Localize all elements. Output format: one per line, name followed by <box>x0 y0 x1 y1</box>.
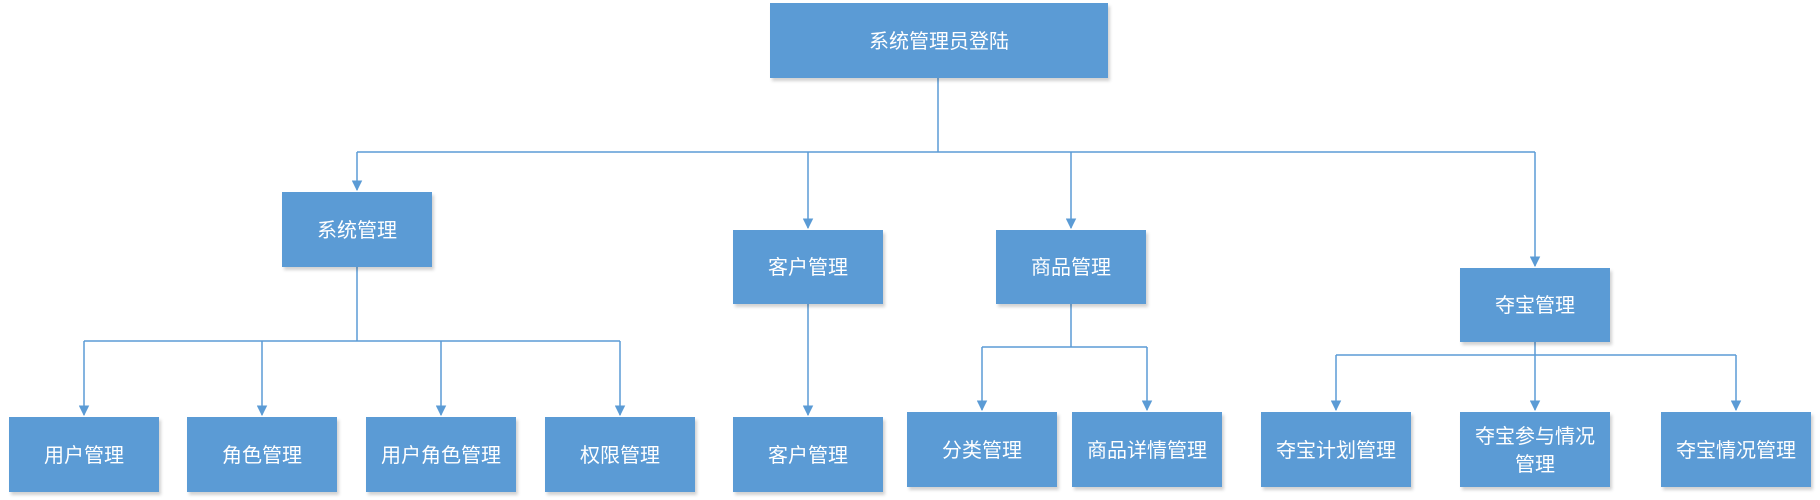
node-treasure-status-management: 夺宝情况管理 <box>1661 412 1811 487</box>
node-admin-login: 系统管理员登陆 <box>770 3 1108 78</box>
node-role-management: 角色管理 <box>187 417 337 492</box>
node-product-management-label: 商品管理 <box>1031 255 1111 279</box>
node-user-management: 用户管理 <box>9 417 159 492</box>
node-customer-management: 客户管理 <box>733 230 883 304</box>
node-customer-management-child-label: 客户管理 <box>768 442 848 467</box>
node-admin-login-label: 系统管理员登陆 <box>869 28 1009 53</box>
node-category-management-label: 分类管理 <box>942 437 1022 462</box>
node-customer-management-child: 客户管理 <box>733 417 883 492</box>
node-treasure-management: 夺宝管理 <box>1460 268 1610 342</box>
node-permission-management-label: 权限管理 <box>580 442 660 467</box>
node-user-role-management-label: 用户角色管理 <box>381 442 501 467</box>
node-product-detail-management: 商品详情管理 <box>1072 412 1222 487</box>
node-category-management: 分类管理 <box>907 412 1057 487</box>
node-system-management: 系统管理 <box>282 192 432 267</box>
node-product-detail-management-label: 商品详情管理 <box>1087 437 1207 462</box>
node-treasure-participation-management: 夺宝参与情况 管理 <box>1460 412 1610 487</box>
node-system-management-label: 系统管理 <box>317 217 397 242</box>
node-treasure-participation-label-line2: 管理 <box>1515 451 1555 476</box>
node-permission-management: 权限管理 <box>545 417 695 492</box>
node-user-management-label: 用户管理 <box>44 442 124 467</box>
node-product-management: 商品管理 <box>996 230 1146 304</box>
node-customer-management-label: 客户管理 <box>768 255 848 279</box>
node-treasure-management-label: 夺宝管理 <box>1495 293 1575 317</box>
node-treasure-status-management-label: 夺宝情况管理 <box>1676 437 1796 462</box>
node-user-role-management: 用户角色管理 <box>366 417 516 492</box>
node-treasure-plan-management: 夺宝计划管理 <box>1261 412 1411 487</box>
node-treasure-plan-management-label: 夺宝计划管理 <box>1276 437 1396 462</box>
node-treasure-participation-label-line1: 夺宝参与情况 <box>1475 423 1595 448</box>
node-role-management-label: 角色管理 <box>222 442 302 467</box>
